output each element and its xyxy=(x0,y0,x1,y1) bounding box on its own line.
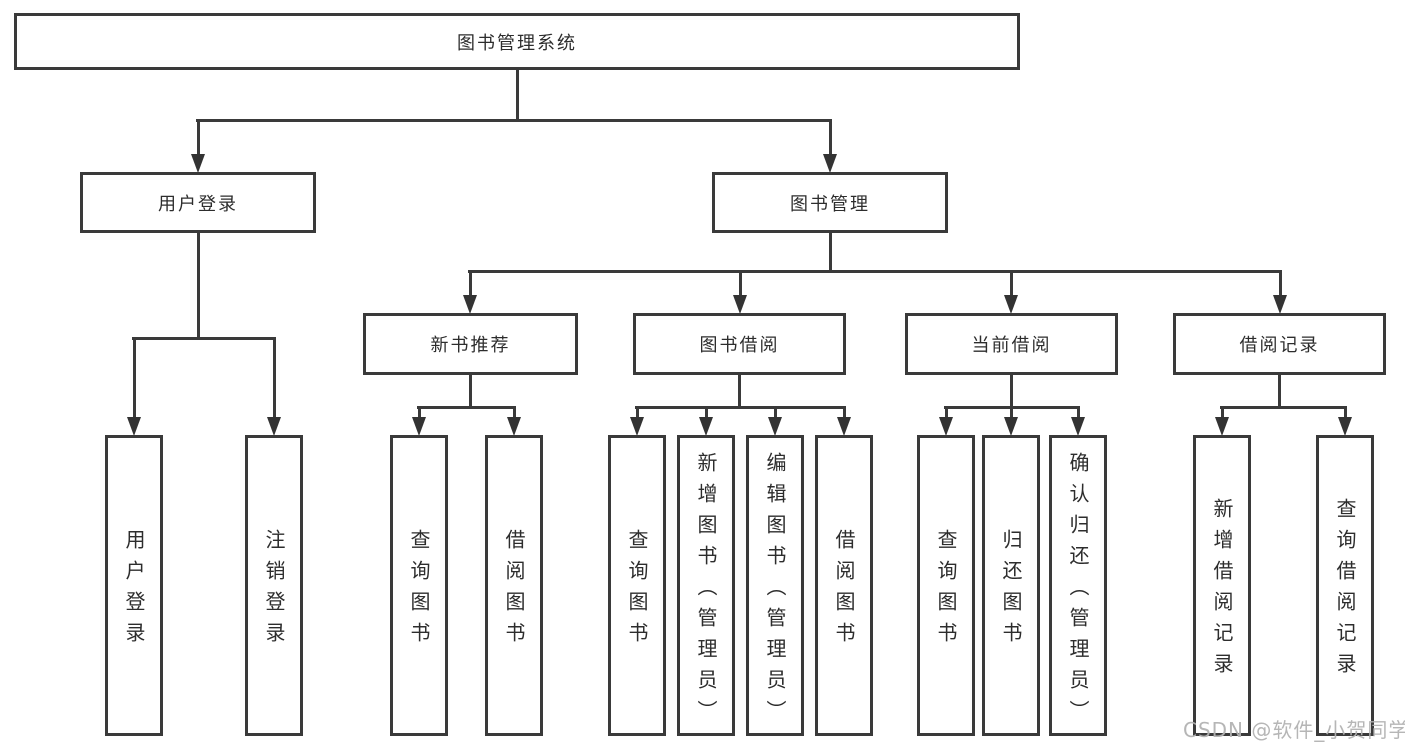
arrowhead-down-icon xyxy=(823,154,837,173)
node-library-management-system: 图书管理系统 xyxy=(14,13,1020,70)
connector-line-vertical xyxy=(1220,406,1224,421)
node-leaf-edit-books-admin: 编辑图书（管理员） xyxy=(746,435,804,736)
connector-line-vertical xyxy=(704,406,708,421)
connector-line-vertical xyxy=(1076,406,1080,421)
node-book-management: 图书管理 xyxy=(712,172,948,233)
connector-line-vertical xyxy=(1278,270,1282,297)
connector-line-vertical xyxy=(635,406,639,421)
connector-line-vertical xyxy=(196,119,200,156)
node-leaf-return-books: 归还图书 xyxy=(982,435,1040,736)
node-user-login: 用户登录 xyxy=(80,172,316,233)
connector-line-horizontal xyxy=(635,405,846,409)
connector-line-vertical xyxy=(515,70,519,121)
connector-line-vertical xyxy=(944,406,948,421)
arrowhead-down-icon xyxy=(1071,417,1085,436)
node-leaf-borrow-books-recommend: 借阅图书 xyxy=(485,435,543,736)
csdn-watermark: CSDN @软件_小贺同学 xyxy=(1183,718,1405,742)
node-borrowing-records: 借阅记录 xyxy=(1173,313,1386,375)
connector-line-horizontal xyxy=(417,405,516,409)
arrowhead-down-icon xyxy=(837,417,851,436)
connector-line-horizontal xyxy=(468,269,1281,273)
connector-line-vertical xyxy=(773,406,777,421)
connector-line-vertical xyxy=(512,406,516,421)
connector-line-vertical xyxy=(417,406,421,421)
arrowhead-down-icon xyxy=(1338,417,1352,436)
connector-line-vertical xyxy=(468,374,472,409)
connector-line-vertical xyxy=(1277,374,1281,409)
connector-line-horizontal xyxy=(196,118,832,122)
node-leaf-query-books-current: 查询图书 xyxy=(917,435,975,736)
arrowhead-down-icon xyxy=(1273,295,1287,314)
arrowhead-down-icon xyxy=(699,417,713,436)
connector-line-vertical xyxy=(272,337,276,420)
node-leaf-borrow-books-borrowing: 借阅图书 xyxy=(815,435,873,736)
connector-line-vertical xyxy=(738,270,742,297)
arrowhead-down-icon xyxy=(939,417,953,436)
connector-line-vertical xyxy=(1009,374,1013,409)
arrowhead-down-icon xyxy=(768,417,782,436)
arrowhead-down-icon xyxy=(733,295,747,314)
connector-line-vertical xyxy=(737,374,741,409)
arrowhead-down-icon xyxy=(127,417,141,436)
node-leaf-query-books-borrowing: 查询图书 xyxy=(608,435,666,736)
node-new-book-recommendation: 新书推荐 xyxy=(363,313,578,375)
connector-line-vertical xyxy=(196,231,200,340)
connector-line-vertical xyxy=(1343,406,1347,421)
node-leaf-user-login: 用户登录 xyxy=(105,435,163,736)
arrowhead-down-icon xyxy=(507,417,521,436)
arrowhead-down-icon xyxy=(1215,417,1229,436)
node-book-borrowing: 图书借阅 xyxy=(633,313,846,375)
arrowhead-down-icon xyxy=(630,417,644,436)
node-leaf-query-borrow-record: 查询借阅记录 xyxy=(1316,435,1374,736)
connector-line-vertical xyxy=(468,270,472,297)
connector-line-vertical xyxy=(828,231,832,273)
connector-line-vertical xyxy=(828,119,832,156)
arrowhead-down-icon xyxy=(463,295,477,314)
arrowhead-down-icon xyxy=(1004,417,1018,436)
connector-line-vertical xyxy=(1009,270,1013,297)
connector-line-vertical xyxy=(1009,406,1013,421)
connector-line-vertical xyxy=(132,337,136,420)
node-leaf-add-borrow-record: 新增借阅记录 xyxy=(1193,435,1251,736)
node-leaf-query-books-recommend: 查询图书 xyxy=(390,435,448,736)
node-current-borrowing: 当前借阅 xyxy=(905,313,1118,375)
arrowhead-down-icon xyxy=(1004,295,1018,314)
node-leaf-confirm-return-admin: 确认归还（管理员） xyxy=(1049,435,1107,736)
arrowhead-down-icon xyxy=(191,154,205,173)
arrowhead-down-icon xyxy=(267,417,281,436)
connector-line-vertical xyxy=(842,406,846,421)
connector-line-horizontal xyxy=(132,336,276,340)
connector-line-horizontal xyxy=(1220,405,1347,409)
node-leaf-add-books-admin: 新增图书（管理员） xyxy=(677,435,735,736)
node-leaf-logout-login: 注销登录 xyxy=(245,435,303,736)
arrowhead-down-icon xyxy=(412,417,426,436)
